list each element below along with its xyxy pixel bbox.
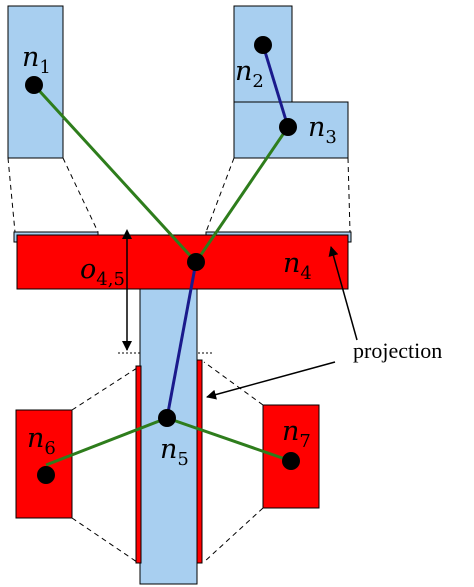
projection-arrow-lower: [206, 361, 336, 400]
label-n4: n4: [283, 248, 312, 284]
label-n2: n2: [235, 56, 264, 92]
edge-n3-n4: [194, 126, 290, 263]
projection-arrow-upper: [328, 246, 358, 341]
node-n7: [282, 452, 300, 470]
node-n1: [25, 76, 43, 94]
edge-n1-n4: [32, 83, 198, 264]
label-n3: n3: [308, 112, 337, 148]
label-overlap: o4,5: [80, 254, 125, 290]
edge-n5-n6: [45, 416, 168, 467]
projection-strip-n5-right: [196, 359, 203, 564]
label-n1: n1: [22, 42, 51, 78]
block-n5: [139, 287, 198, 585]
edge-n4-n5: [165, 261, 198, 419]
projection-strip-n5-left: [135, 365, 142, 564]
node-n3: [279, 118, 297, 136]
label-n7: n7: [282, 416, 311, 452]
node-n4: [187, 253, 205, 271]
edges: [32, 44, 292, 467]
label-projection: projection: [353, 338, 442, 363]
block-n6: [15, 409, 73, 519]
edge-n5-n7: [166, 416, 292, 463]
label-n5: n5: [160, 434, 189, 470]
block-n4: [16, 234, 349, 290]
nodes: [25, 36, 300, 484]
projection-guides-top: [7, 157, 351, 233]
node-n5: [158, 409, 176, 427]
edge-n2-n3: [261, 44, 290, 128]
node-n6: [37, 466, 55, 484]
node-n2: [254, 36, 272, 54]
label-n6: n6: [27, 423, 56, 459]
